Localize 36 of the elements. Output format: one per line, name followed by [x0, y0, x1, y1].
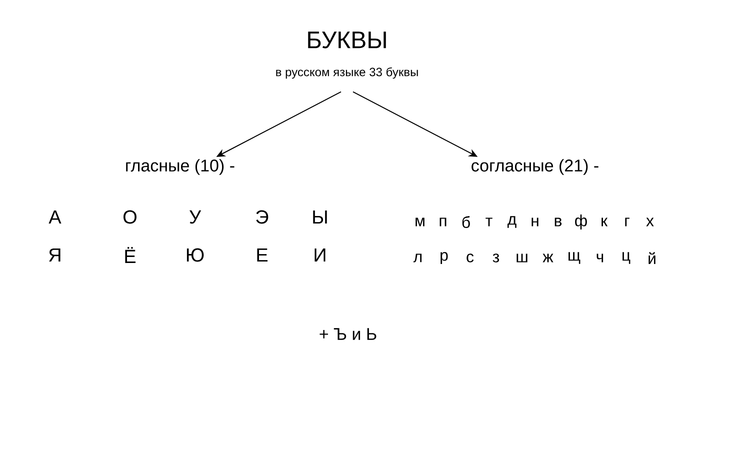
letter: в: [554, 218, 562, 226]
letter: ж: [542, 254, 554, 262]
title: БУКВЫ: [308, 32, 386, 48]
subtitle-text: в русском языке 33 буквы: [276, 67, 418, 79]
letter: ф: [575, 214, 587, 230]
letter: ш: [516, 254, 528, 262]
letter: Ы: [313, 210, 327, 224]
letter: д: [508, 216, 516, 228]
category-label: гласные (10) -: [126, 159, 234, 175]
letter: р: [440, 252, 448, 264]
letter: И: [314, 248, 326, 262]
letter: Ё: [125, 247, 136, 263]
letter: х: [646, 218, 654, 226]
letter: к: [602, 218, 608, 226]
letter: О: [124, 210, 136, 224]
letter: ч: [596, 254, 604, 262]
letter: Э: [256, 210, 268, 224]
category-label: согласные (21) -: [472, 159, 598, 175]
letter: Е: [257, 248, 268, 262]
letter: б: [462, 216, 470, 228]
letter: й: [648, 252, 656, 264]
letter: п: [440, 218, 446, 226]
letter: ц: [622, 252, 630, 264]
letter: т: [486, 218, 492, 226]
letter: с: [466, 254, 474, 262]
letter: г: [625, 218, 630, 226]
letter: з: [492, 254, 500, 262]
letter: Ю: [186, 248, 204, 262]
note-text: + Ъ и Ь: [320, 328, 376, 340]
letter: л: [413, 254, 422, 262]
letter: У: [189, 210, 202, 224]
letter: А: [48, 210, 62, 224]
letter: н: [532, 218, 538, 226]
letter: щ: [568, 252, 580, 264]
letter: м: [416, 218, 424, 226]
letter: Я: [49, 248, 60, 262]
